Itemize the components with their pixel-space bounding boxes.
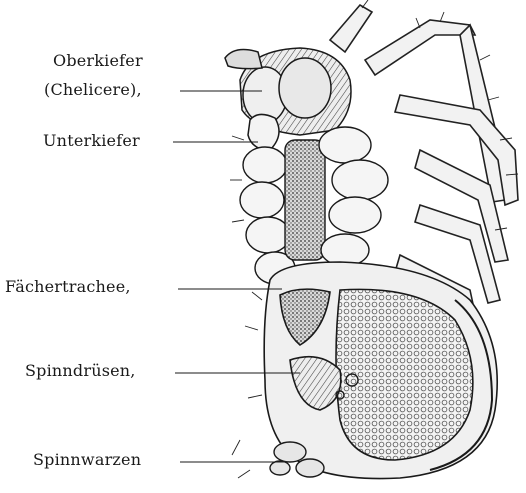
coxae [240,127,388,284]
label-oberkiefer: Oberkiefer [53,51,143,71]
label-unterkiefer: Unterkiefer [43,131,140,151]
label-faechertrachee: Fächertrachee, [5,277,131,297]
label-chelicere: (Chelicere), [44,80,142,100]
label-spinndruesen: Spinndrüsen, [25,361,136,381]
label-spinnwarzen: Spinnwarzen [33,450,141,470]
